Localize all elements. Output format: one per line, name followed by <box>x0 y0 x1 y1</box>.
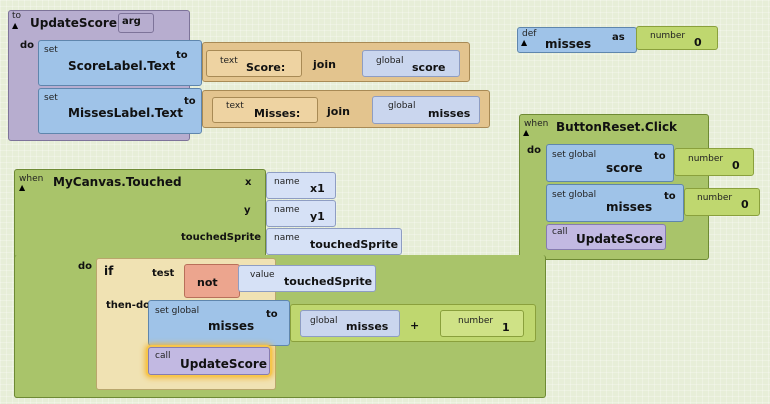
not-keyword: not <box>197 276 218 289</box>
set-scorelabel-text-block[interactable] <box>38 40 202 86</box>
global-misses-block[interactable] <box>300 310 400 337</box>
do-keyword: do <box>527 145 542 156</box>
number-block-def[interactable] <box>636 26 718 50</box>
global-keyword: global <box>376 56 404 66</box>
name-block-x1[interactable] <box>266 172 336 199</box>
param-y-label: y <box>244 205 251 216</box>
def-variable-name: misses <box>545 37 592 51</box>
global-misses-block[interactable] <box>372 96 480 124</box>
text-keyword: text <box>220 56 238 66</box>
test-keyword: test <box>152 268 175 279</box>
def-keyword: def <box>522 29 537 39</box>
call-updatescore-block-selected[interactable] <box>148 347 270 375</box>
component-scorelabel-text: ScoreLabel.Text <box>68 59 176 73</box>
not-block[interactable] <box>184 264 240 298</box>
text-block-misses[interactable] <box>212 97 318 123</box>
global-var-score: score <box>412 61 446 74</box>
to-keyword: to <box>266 309 278 320</box>
to-keyword: to <box>654 151 666 162</box>
number-block[interactable] <box>674 148 754 176</box>
set-global-misses-block[interactable] <box>546 184 684 222</box>
as-keyword: as <box>612 32 625 43</box>
text-value-misses: Misses: <box>254 107 301 120</box>
collapse-triangle-icon[interactable]: ▲ <box>19 183 26 192</box>
number-value: 0 <box>741 198 749 211</box>
global-var-misses: misses <box>428 107 471 120</box>
procedure-do-keyword: do <box>20 40 35 51</box>
set-keyword: set <box>44 93 58 103</box>
call-updatescore-block[interactable] <box>546 224 666 250</box>
set-global-score-block[interactable] <box>546 144 674 182</box>
set-global-keyword: set global <box>552 190 597 200</box>
to-keyword: to <box>184 96 196 107</box>
number-value: 0 <box>732 159 740 172</box>
call-proc-name: UpdateScore <box>180 357 267 371</box>
param-touchedsprite-label: touchedSprite <box>181 232 262 243</box>
do-keyword: do <box>78 261 93 272</box>
number-block[interactable] <box>684 188 760 216</box>
set-global-var-misses: misses <box>606 200 653 214</box>
global-var-misses: misses <box>346 320 389 333</box>
call-keyword: call <box>552 227 568 237</box>
number-keyword: number <box>697 193 733 203</box>
name-keyword: name <box>274 233 300 243</box>
text-value-score: Score: <box>246 61 286 74</box>
set-global-keyword: set global <box>552 150 597 160</box>
join-keyword: join <box>327 105 350 118</box>
collapse-triangle-icon[interactable]: ▲ <box>521 38 528 47</box>
def-misses-block[interactable] <box>517 27 637 53</box>
name-keyword: name <box>274 205 300 215</box>
name-y1: y1 <box>310 210 325 223</box>
call-keyword: call <box>155 351 171 361</box>
number-keyword: number <box>650 31 686 41</box>
when-keyword: when <box>524 119 549 129</box>
text-keyword: text <box>226 101 244 111</box>
value-keyword: value <box>250 270 275 280</box>
event-name: MyCanvas.Touched <box>53 175 182 189</box>
set-global-var-misses: misses <box>208 319 255 333</box>
procedure-arg-label: arg <box>122 16 141 27</box>
value-touchedsprite: touchedSprite <box>284 275 373 288</box>
procedure-to-keyword: to <box>12 11 22 21</box>
event-name: ButtonReset.Click <box>556 120 678 134</box>
set-global-misses-block[interactable] <box>148 300 290 346</box>
global-keyword: global <box>388 101 416 111</box>
name-touchedsprite: touchedSprite <box>310 238 399 251</box>
collapse-triangle-icon[interactable]: ▲ <box>523 128 530 137</box>
if-keyword: if <box>104 264 114 278</box>
global-keyword: global <box>310 316 338 326</box>
set-global-keyword: set global <box>155 306 200 316</box>
procedure-arg-socket <box>118 13 154 33</box>
number-value: 1 <box>502 321 510 334</box>
set-global-var-score: score <box>606 161 643 175</box>
when-keyword: when <box>19 174 44 184</box>
text-block-score[interactable] <box>206 50 302 77</box>
set-keyword: set <box>44 45 58 55</box>
collapse-triangle-icon[interactable]: ▲ <box>12 21 19 30</box>
then-do-keyword: then-do <box>106 300 150 311</box>
to-keyword: to <box>176 50 188 61</box>
number-keyword: number <box>458 316 494 326</box>
global-score-block[interactable] <box>362 50 460 77</box>
plus-operator: + <box>410 319 420 332</box>
name-keyword: name <box>274 177 300 187</box>
name-block-y1[interactable] <box>266 200 336 227</box>
name-block-touchedsprite[interactable] <box>266 228 402 255</box>
param-x-label: x <box>245 177 252 188</box>
number-block-1[interactable] <box>440 310 524 337</box>
component-misseslabel-text: MissesLabel.Text <box>68 106 183 120</box>
name-x1: x1 <box>310 182 325 195</box>
to-keyword: to <box>664 191 676 202</box>
call-proc-name: UpdateScore <box>576 232 663 246</box>
number-keyword: number <box>688 154 724 164</box>
value-block-touchedsprite[interactable] <box>238 265 376 292</box>
number-value: 0 <box>694 36 702 49</box>
procedure-name[interactable]: UpdateScore <box>30 16 117 30</box>
join-keyword: join <box>313 58 336 71</box>
set-misseslabel-text-block[interactable] <box>38 88 202 134</box>
